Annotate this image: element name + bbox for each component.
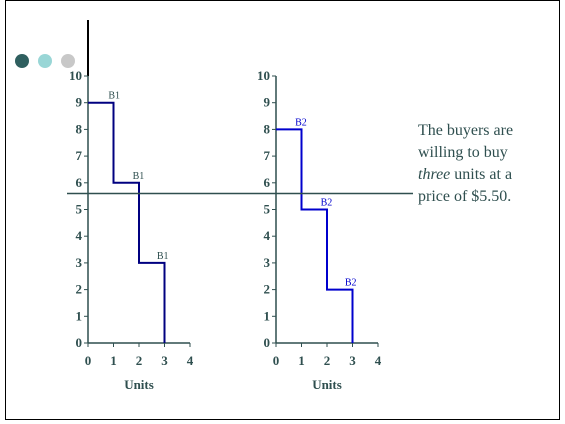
x-tick-label: 1 (110, 353, 117, 368)
annotation-emphasis: three (418, 166, 451, 183)
step-label: B1 (157, 251, 169, 262)
step-label: B2 (295, 117, 307, 128)
bullet-dot-icon (61, 54, 75, 68)
bullet-dot-icon (15, 54, 29, 68)
x-axis-label: Units (312, 377, 342, 392)
y-tick-label: 0 (76, 335, 83, 350)
y-tick-label: 4 (76, 228, 83, 243)
step-label: B1 (108, 91, 120, 102)
x-tick-label: 0 (273, 353, 280, 368)
annotation-line-3-rest: units at a (450, 166, 513, 183)
y-tick-label: 2 (264, 282, 271, 297)
demand-step-line (88, 101, 166, 343)
y-tick-label: 10 (69, 68, 82, 83)
y-tick-label: 7 (76, 148, 83, 163)
x-tick-label: 1 (298, 353, 305, 368)
y-tick-label: 3 (264, 255, 271, 270)
annotation-line-3: three units at a (418, 164, 548, 186)
y-tick-label: 4 (264, 228, 271, 243)
y-tick-label: 6 (264, 175, 271, 190)
y-tick-label: 1 (264, 308, 271, 323)
y-tick-label: 5 (76, 202, 83, 217)
x-tick-label: 4 (187, 353, 194, 368)
y-tick-label: 3 (76, 255, 83, 270)
demand-step-line (276, 128, 354, 343)
x-tick-label: 4 (375, 353, 382, 368)
bullet-dot-icon (38, 54, 52, 68)
y-tick-label: 8 (76, 121, 83, 136)
step-label: B2 (321, 198, 333, 209)
y-tick-label: 2 (76, 282, 83, 297)
x-tick-label: 3 (349, 353, 356, 368)
annotation-line-2: willing to buy (418, 144, 508, 161)
slide-frame (5, 0, 560, 420)
x-tick-label: 0 (85, 353, 92, 368)
y-tick-label: 1 (76, 308, 83, 323)
x-tick-label: 2 (324, 353, 331, 368)
y-tick-label: 6 (76, 175, 83, 190)
y-tick-label: 9 (264, 95, 271, 110)
y-tick-label: 8 (264, 121, 271, 136)
step-label: B2 (345, 278, 357, 289)
annotation-line-1: The buyers are (418, 122, 514, 139)
x-tick-label: 3 (161, 353, 168, 368)
annotation-line-4: price of $5.50. (418, 188, 512, 205)
y-tick-label: 7 (264, 148, 271, 163)
y-tick-label: 9 (76, 95, 83, 110)
annotation-text: The buyers are willing to buy three unit… (418, 120, 548, 208)
y-tick-label: 10 (257, 68, 270, 83)
y-tick-label: 5 (264, 202, 271, 217)
y-tick-label: 0 (264, 335, 271, 350)
x-axis-label: Units (124, 377, 154, 392)
step-label: B1 (133, 171, 145, 182)
x-tick-label: 2 (136, 353, 143, 368)
